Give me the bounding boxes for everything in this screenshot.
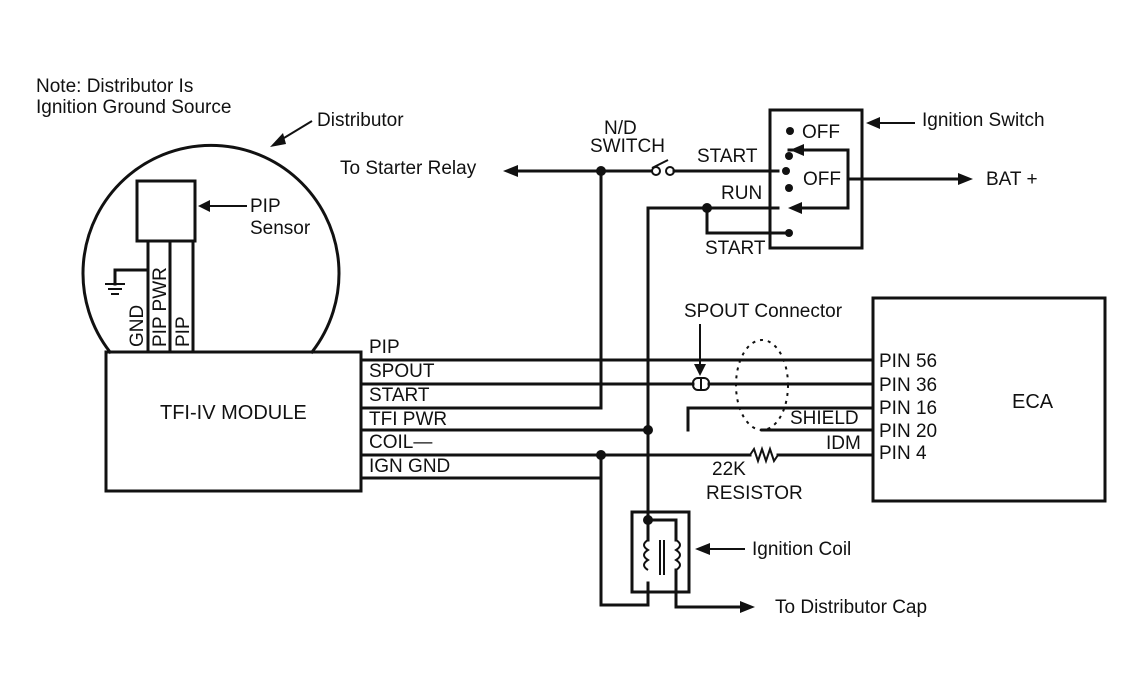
bat-label: BAT + [986,169,1038,190]
ign-terminal-start-2: START [705,238,766,259]
ignition-coil-label: Ignition Coil [752,539,851,560]
wire-start [359,169,603,410]
shield-label: SHIELD [790,408,859,429]
resistor-label-1: 22K [712,459,746,480]
nd-switch-blade [651,159,669,169]
resistor-22k [749,445,779,465]
pip-sensor-label-2: Sensor [250,218,311,239]
terminal-start: START [369,385,430,406]
wire-label-pip-pwr: PIP PWR [150,267,171,347]
ign-terminal-run: RUN [721,183,762,204]
wire-start-2 [705,206,791,235]
ignition-switch-label: Ignition Switch [922,110,1045,131]
terminal-coil: COIL— [369,432,432,453]
starter-relay-label: To Starter Relay [340,158,477,179]
note-line-1: Note: Distributor Is [36,76,193,97]
terminal-ign-gnd: IGN GND [369,456,450,477]
starter-relay-arrow [503,165,518,177]
coil-primary-winding [643,539,650,571]
wire-run-feed [646,206,780,522]
junction-coil [596,450,606,460]
coil-secondary-winding [674,539,681,571]
distributor-housing [81,143,341,355]
terminal-tfi-pwr: TFI PWR [369,409,447,430]
eca-pin-56: PIN 56 [879,351,937,372]
pip-sensor [135,179,197,243]
distributor: GND PIP PWR PIP [81,143,341,355]
terminal-spout: SPOUT [369,361,435,382]
nd-switch-label-2: SWITCH [590,136,665,157]
distributor-label: Distributor [317,110,404,131]
eca-pin-36: PIN 36 [879,375,937,396]
eca-pin-20: PIN 20 [879,421,937,442]
nd-switch-label-1: N/D [604,118,637,139]
ignition-switch-arrow [866,117,880,129]
module-name: TFI-IV MODULE [160,402,307,424]
spout-connector-label: SPOUT Connector [684,301,843,322]
eca-pin-16: PIN 16 [879,398,937,419]
wire-label-pip: PIP [173,316,194,347]
pip-sensor-label-1: PIP [250,196,281,217]
idm-label: IDM [826,433,861,454]
ignition-coil-arrow [695,543,710,555]
wire-pin-16 [686,406,875,432]
terminal-pip: PIP [369,337,400,358]
ign-pos-off-2: OFF [803,169,841,190]
distributor-arrow [270,133,286,147]
resistor-label-2: RESISTOR [706,483,803,504]
wire-label-gnd: GND [127,305,148,347]
eca-name: ECA [1012,391,1054,413]
dist-cap-arrow [740,601,755,613]
bat-arrow [958,173,973,185]
wire-coil-to-ignition-coil [599,453,650,607]
pip-sensor-arrow [198,200,210,212]
to-distributor-cap-label: To Distributor Cap [775,597,927,618]
eca-box [871,296,1107,503]
junction-tfi-pwr [643,425,653,435]
ign-terminal-start: START [697,146,758,167]
ignition-coil [630,510,691,594]
tfi-iv-module [104,350,363,493]
eca-pin-4: PIN 4 [879,443,927,464]
spout-connector-arrow [694,364,706,376]
ign-pos-off-1: OFF [802,122,840,143]
wire-to-dist-cap [674,568,742,609]
note-line-2: Ignition Ground Source [36,97,231,118]
